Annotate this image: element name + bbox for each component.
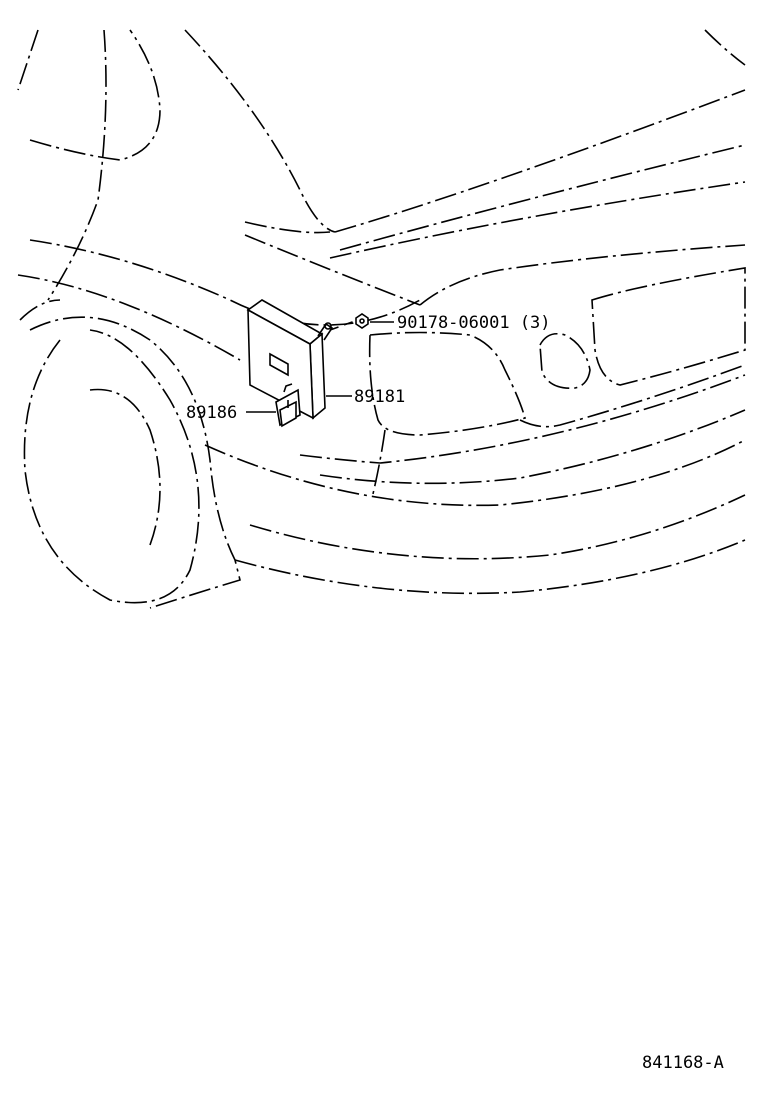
- grille-opening: [591, 267, 746, 386]
- windshield-edge: [47, 29, 107, 301]
- bumper-mid: [319, 409, 746, 485]
- hood-rear-edge: [184, 29, 336, 233]
- callout-ecu: 89181: [354, 387, 405, 407]
- bumper-top: [299, 374, 746, 464]
- callout-connector: 89186: [186, 403, 237, 423]
- clip-nut[interactable]: [355, 313, 369, 329]
- emblem: [539, 332, 591, 389]
- fender-mid-line: [17, 274, 241, 361]
- wheel-inner: [89, 388, 161, 546]
- roof-corner: [704, 29, 746, 66]
- grille-lower: [519, 364, 746, 428]
- fender-top-line: [29, 239, 421, 326]
- tire-line: [19, 299, 61, 321]
- hood-front-line: [329, 181, 746, 259]
- callout-clip: 90178-06001 (3): [397, 313, 551, 333]
- bumper-bottom: [249, 494, 746, 560]
- valance-line: [234, 539, 746, 595]
- fender-crease: [244, 234, 421, 306]
- headlamp-lower-edge: [371, 429, 386, 499]
- vehicle-outline: [17, 29, 746, 609]
- wheel-arch: [29, 316, 241, 609]
- install-path-clip: [329, 320, 356, 331]
- headlamp-outline: [368, 331, 526, 436]
- hood-top-line: [334, 89, 746, 233]
- grille-outer: [419, 244, 746, 306]
- hood-crease: [339, 144, 746, 251]
- a-pillar-line: [17, 29, 39, 91]
- connector[interactable]: [275, 383, 301, 428]
- ecu-module[interactable]: [246, 299, 334, 420]
- cowl-line: [244, 221, 331, 234]
- wheel-outer: [23, 329, 200, 604]
- figure-id: 841168-A: [642, 1053, 724, 1073]
- door-upper-line: [29, 29, 161, 161]
